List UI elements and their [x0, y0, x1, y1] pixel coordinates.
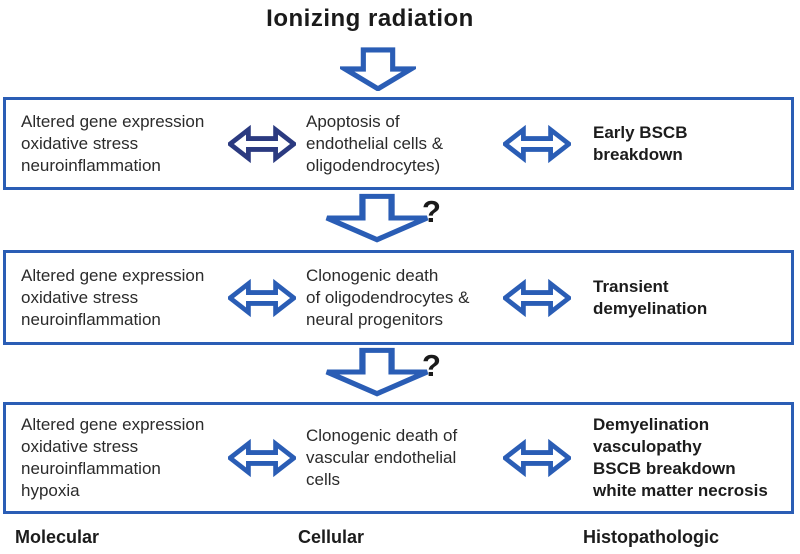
- double-arrow-icon: [228, 275, 296, 321]
- column-label-histopathologic: Histopathologic: [583, 527, 719, 547]
- histopathologic-text-row3: Demyelination vasculopathy BSCB breakdow…: [593, 415, 768, 500]
- question-mark: ?: [422, 348, 441, 383]
- histopathologic-text-row1: Early BSCB breakdown: [593, 122, 688, 164]
- down-arrow-icon: [325, 193, 429, 243]
- column-label-molecular: Molecular: [15, 527, 100, 547]
- stage-box-late: Altered gene expression oxidative stress…: [3, 402, 794, 514]
- double-arrow-icon: [228, 121, 296, 167]
- stage-box-acute: Altered gene expression oxidative stress…: [3, 97, 794, 190]
- cellular-text-row3: Clonogenic death of vascular endothelial…: [306, 426, 458, 489]
- down-arrow-icon: [340, 47, 416, 91]
- molecular-text-row3: Altered gene expression oxidative stress…: [21, 415, 205, 500]
- double-arrow-icon: [503, 275, 571, 321]
- double-arrow-icon: [503, 435, 571, 481]
- stage-box-early-delayed: Altered gene expression oxidative stress…: [3, 250, 794, 345]
- histopathologic-text-row2: Transient demyelination: [593, 276, 708, 318]
- cellular-text-row2: Clonogenic death of oligodendrocytes & n…: [306, 265, 470, 329]
- down-arrow-icon: [325, 347, 429, 397]
- molecular-text-row1: Altered gene expression oxidative stress…: [21, 111, 205, 175]
- double-arrow-icon: [503, 121, 571, 167]
- column-label-cellular: Cellular: [298, 527, 365, 547]
- cellular-text-row1: Apoptosis of endothelial cells & oligode…: [306, 111, 444, 175]
- double-arrow-icon: [228, 435, 296, 481]
- molecular-text-row2: Altered gene expression oxidative stress…: [21, 265, 205, 329]
- diagram-title: Ionizing radiation: [266, 5, 474, 32]
- question-mark: ?: [422, 194, 441, 229]
